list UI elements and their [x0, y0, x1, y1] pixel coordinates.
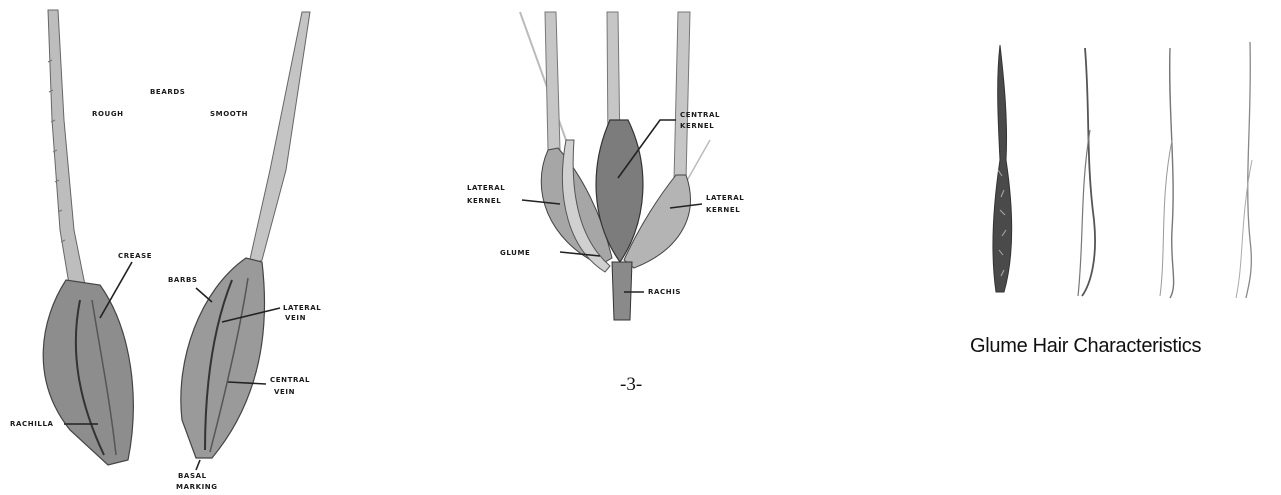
glume-hair-strand-2 — [1082, 48, 1095, 296]
glume-hairs-drawing — [0, 0, 1281, 330]
glume-hair-strand-3 — [1170, 48, 1174, 298]
glume-hair-caption: Glume Hair Characteristics — [970, 335, 1201, 358]
page-number: -3- — [620, 374, 642, 396]
